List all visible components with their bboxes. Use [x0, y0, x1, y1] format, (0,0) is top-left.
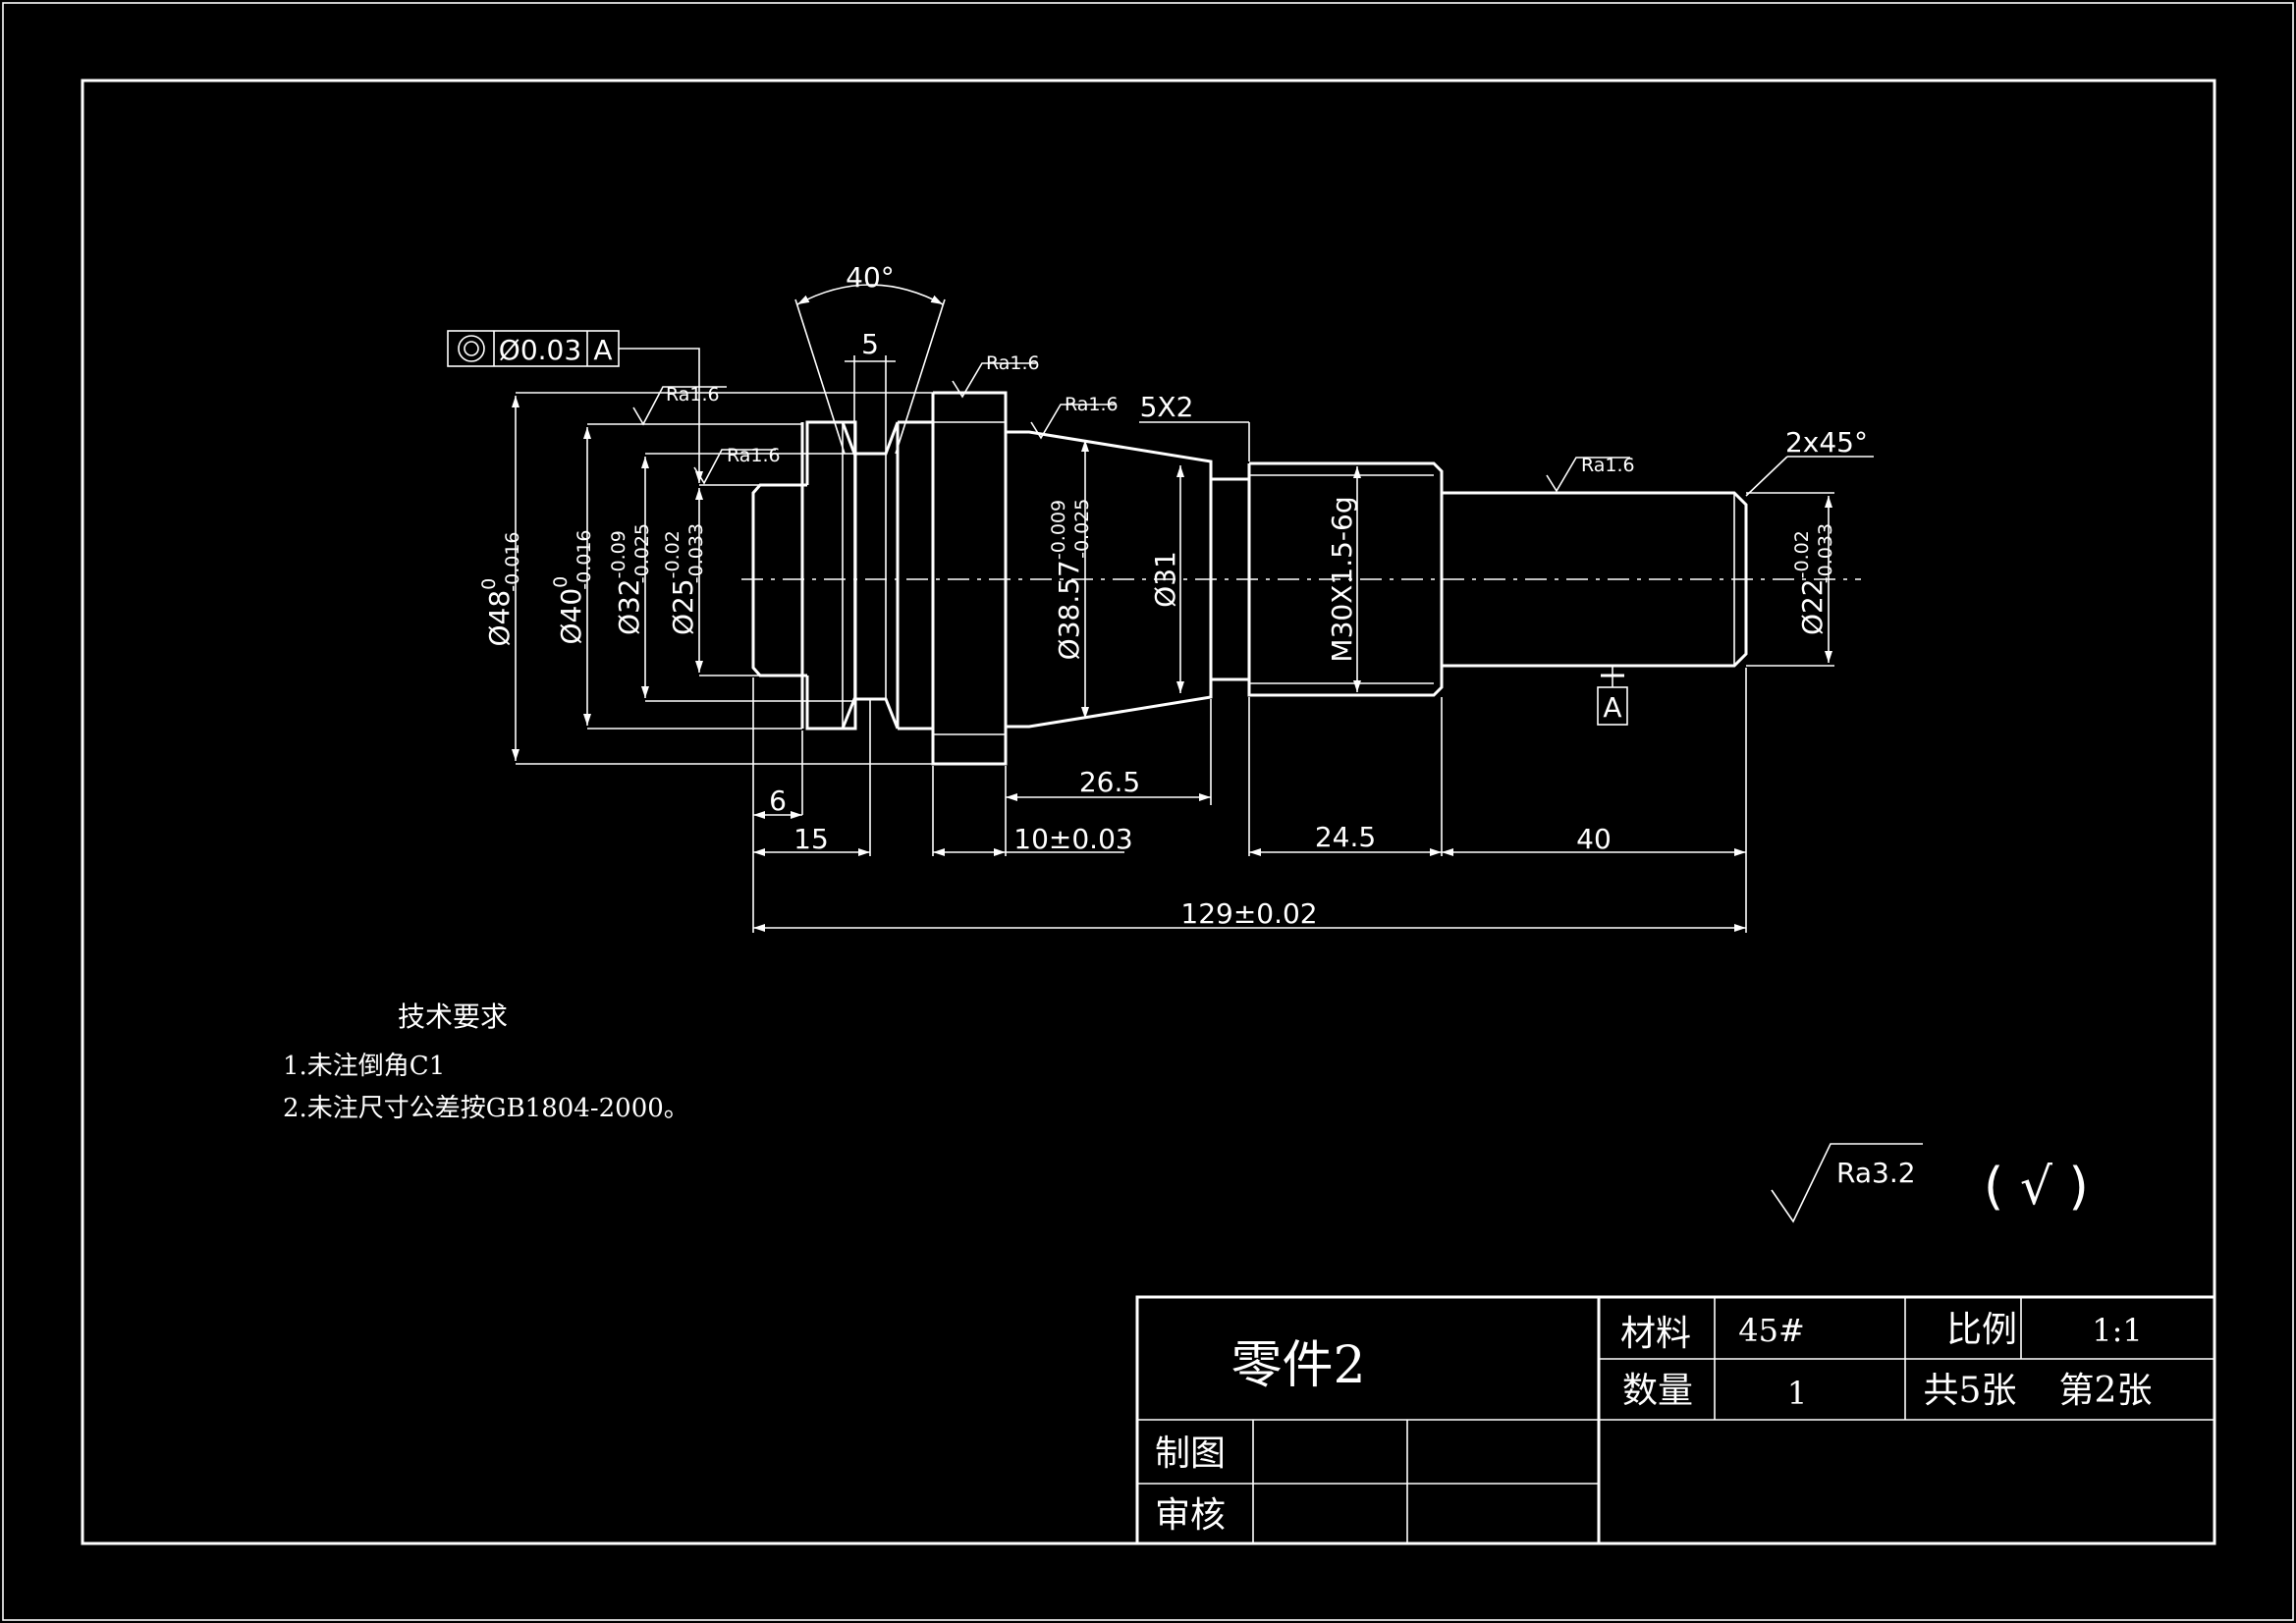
- dim-len-total: 129±0.02: [1180, 897, 1317, 930]
- dim-len-40: 40: [1576, 823, 1612, 855]
- datum-marker: A: [1597, 666, 1628, 726]
- svg-text:Ø32-0.09-0.025: Ø32-0.09-0.025: [608, 523, 653, 635]
- diameter-dims: [512, 392, 1834, 765]
- svg-text:Ra1.6: Ra1.6: [727, 445, 781, 466]
- material-label: 材料: [1620, 1314, 1691, 1354]
- svg-text:Ø31: Ø31: [1149, 551, 1181, 608]
- dim-d32: Ø32-0.09-0.025: [608, 523, 653, 635]
- dim-len-6: 6: [769, 784, 787, 817]
- tech-requirement-1: 1.未注倒角C1: [283, 1052, 445, 1081]
- svg-text:Ø480-0.016: Ø480-0.016: [478, 531, 523, 646]
- svg-text:M30X1.5-6g: M30X1.5-6g: [1326, 496, 1358, 662]
- scale-label: 比例: [1946, 1310, 2017, 1350]
- tech-requirements-title: 技术要求: [398, 1001, 508, 1033]
- svg-text:Ra1.6: Ra1.6: [1065, 394, 1119, 415]
- dim-d38: Ø38.57-0.009-0.025: [1048, 499, 1093, 661]
- datum-label: A: [1603, 691, 1621, 724]
- svg-text:Ø400-0.016: Ø400-0.016: [550, 529, 595, 644]
- part-name: 零件2: [1230, 1336, 1365, 1395]
- roughness-general-note: ( √ ): [1984, 1158, 2089, 1217]
- tech-requirements: 技术要求 1.未注倒角C1 2.未注尺寸公差按GB1804-2000。: [283, 1001, 689, 1123]
- geometric-tolerance-frame: Ø0.03 A: [447, 330, 703, 483]
- dim-len-10: 10±0.03: [1013, 823, 1132, 855]
- dim-groove: 5: [861, 328, 879, 360]
- sheet-number: 第2张: [2059, 1371, 2153, 1411]
- svg-text:Ø22-0.02-0.033: Ø22-0.02-0.033: [1791, 523, 1836, 635]
- sheets-total: 共5张: [1924, 1371, 2017, 1411]
- concentricity-icon: [458, 335, 485, 362]
- svg-text:Ra1.6: Ra1.6: [1581, 455, 1635, 476]
- dim-len-15: 15: [793, 823, 829, 855]
- svg-text:Ra1.6: Ra1.6: [986, 352, 1040, 374]
- scale-value: 1:1: [2092, 1312, 2143, 1349]
- title-block: 零件2 材料 45# 比例 1:1 数量 1 共5张 第2张 制图 审核: [1135, 1295, 2216, 1545]
- dim-relief: 5X2: [1140, 391, 1194, 423]
- dim-chamfer: 2x45°: [1785, 426, 1868, 459]
- tech-requirement-2: 2.未注尺寸公差按GB1804-2000。: [283, 1094, 689, 1123]
- tolerance-value: Ø0.03: [499, 334, 581, 366]
- tolerance-datum: A: [593, 334, 612, 366]
- check-label: 审核: [1155, 1495, 1226, 1536]
- drawn-label: 制图: [1155, 1434, 1226, 1474]
- roughness-labels: Ra1.6 Ra1.6 Ra1.6 Ra1.6 Ra1.6 Ra3.2 ( √ …: [666, 352, 2089, 1217]
- dim-thread: M30X1.5-6g: [1326, 496, 1358, 662]
- svg-text:Ø38.57-0.009-0.025: Ø38.57-0.009-0.025: [1048, 499, 1093, 661]
- quantity-label: 数量: [1622, 1371, 1693, 1411]
- length-dims: [752, 284, 1874, 933]
- dim-d40: Ø400-0.016: [550, 529, 595, 644]
- roughness-general-value: Ra3.2: [1836, 1157, 1916, 1189]
- dim-d22: Ø22-0.02-0.033: [1791, 523, 1836, 635]
- dim-len-24-5: 24.5: [1315, 821, 1376, 853]
- quantity-value: 1: [1787, 1375, 1807, 1412]
- dim-d25: Ø25-0.02-0.033: [662, 523, 707, 635]
- length-dim-texts: 6 15 10±0.03 26.5 24.5 40 129±0.02 5 40°…: [769, 261, 1868, 930]
- roughness-symbols: [632, 362, 1923, 1223]
- dim-d48: Ø480-0.016: [478, 531, 523, 646]
- dim-len-26-5: 26.5: [1079, 766, 1140, 798]
- svg-text:Ø25-0.02-0.033: Ø25-0.02-0.033: [662, 523, 707, 635]
- inner-frame: [81, 79, 2216, 1545]
- part-outline: [751, 391, 1748, 766]
- dim-angle: 40°: [846, 261, 895, 294]
- material-value: 45#: [1738, 1312, 1805, 1349]
- svg-text:Ra1.6: Ra1.6: [666, 384, 720, 406]
- dim-d31: Ø31: [1149, 551, 1181, 608]
